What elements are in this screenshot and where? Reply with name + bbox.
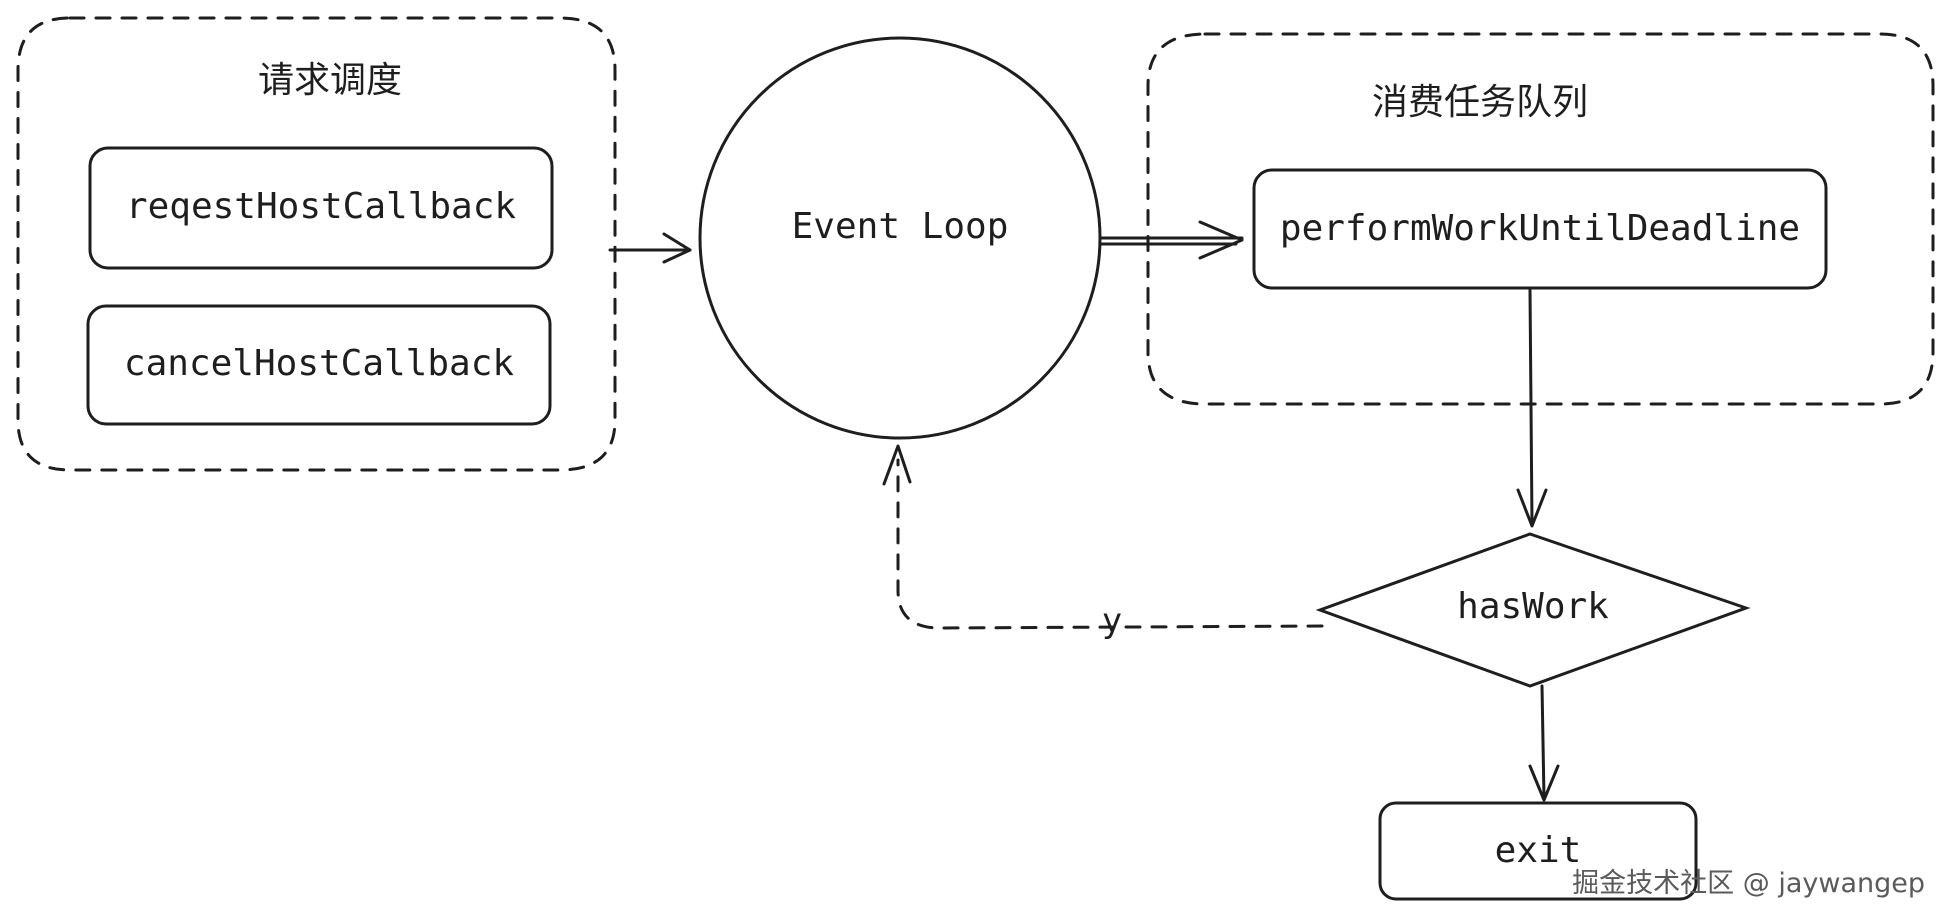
- edge-perform-work-to-has-work: [1516, 288, 1548, 528]
- group-request-border: [16, 16, 617, 472]
- node-perform-work-label: performWorkUntilDeadline: [1280, 208, 1800, 249]
- node-exit-label: exit: [1495, 830, 1582, 871]
- edge-event-loop-to-perform-work: [1098, 220, 1244, 260]
- edge-request-to-event-loop: [608, 232, 692, 264]
- group-consume-border: [1146, 32, 1935, 406]
- node-perform-work-until-deadline[interactable]: performWorkUntilDeadline: [1252, 168, 1828, 290]
- node-has-work-decision[interactable]: hasWork: [1315, 532, 1751, 688]
- edge-yes-label: y: [1102, 601, 1122, 641]
- node-request-host-callback[interactable]: reqestHostCallback: [88, 146, 554, 270]
- group-consume-queue: 消费任务队列 performWorkUntilDeadline: [1146, 32, 1935, 406]
- node-cancel-host-callback-label: cancelHostCallback: [124, 343, 514, 384]
- edge-has-work-yes-to-event-loop: y: [882, 444, 1324, 641]
- group-request-title: 请求调度: [258, 60, 402, 101]
- watermark-text: 掘金技术社区 @ jaywangep: [1572, 868, 1925, 899]
- edge-has-work-to-exit: [1528, 684, 1560, 802]
- group-consume-title: 消费任务队列: [1372, 82, 1588, 123]
- node-exit[interactable]: exit: [1378, 801, 1698, 901]
- node-event-loop[interactable]: Event Loop: [698, 36, 1102, 440]
- node-event-loop-label: Event Loop: [792, 206, 1009, 247]
- node-request-host-callback-label: reqestHostCallback: [126, 186, 516, 227]
- group-request-scheduling: 请求调度 reqestHostCallback cancelHostCallba…: [16, 16, 617, 472]
- node-has-work-label: hasWork: [1457, 586, 1609, 627]
- node-cancel-host-callback[interactable]: cancelHostCallback: [86, 304, 552, 426]
